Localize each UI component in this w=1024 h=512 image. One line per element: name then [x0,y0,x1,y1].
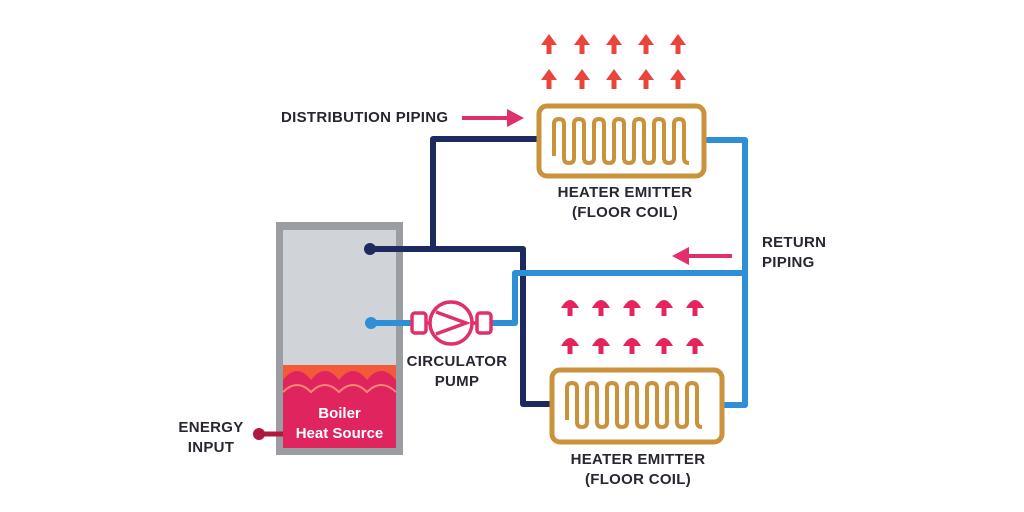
heat-arrow-up [638,34,654,54]
supply-pipe-to-bottom-emitter [371,246,552,407]
circulator-pump [410,300,493,346]
boiler-label: Boiler Heat Source [283,404,396,444]
return-arrow-head [672,247,689,265]
heat-arrow-up [574,34,590,54]
heat-arrow-up [561,338,579,354]
top-emitter-label-line1: HEATER EMITTER [557,184,693,201]
heat-arrow-up [670,34,686,54]
boiler-flame-wave [282,384,397,394]
return-piping [372,137,748,408]
distribution-piping-label: DISTRIBUTION PIPING [281,109,449,126]
heat-arrow-up [541,69,557,89]
circulator-pump-label-line1: CIRCULATOR [406,353,508,370]
pump-left-flange [410,311,428,335]
return-inlet-dot [365,317,377,329]
heat-arrow-up [606,69,622,89]
heat-arrow-up [623,300,641,316]
supply-outlet-dot [364,243,376,255]
return-piping-label-line2: PIPING [762,254,815,271]
bottom-emitter-label-line1: HEATER EMITTER [570,451,706,468]
heat-arrow-up [541,34,557,54]
boiler-label-line1: Boiler [318,405,361,422]
heat-arrow-up [655,300,673,316]
distribution-direction-arrow [462,109,524,127]
heat-arrow-up [592,300,610,316]
heat-arrow-up [561,300,579,316]
bottom-emitter-label: HEATER EMITTER (FLOOR COIL) [558,450,718,490]
pump-right-flange [475,311,493,335]
supply-piping [371,136,552,407]
heat-arrow-up [655,338,673,354]
top-emitter-coil [552,116,690,166]
heat-arrow-up [638,69,654,89]
energy-input-label: ENERGY INPUT [176,418,246,458]
heat-arrow-up [623,338,641,354]
energy-input-label-line2: INPUT [187,439,235,456]
return-pipe-to-pump [490,270,745,326]
return-piping-label: RETURN PIPING [762,233,826,273]
top-emitter-label-line2: (FLOOR COIL) [571,204,679,221]
bottom-emitter-label-line2: (FLOOR COIL) [584,471,692,488]
circulator-pump-label: CIRCULATOR PUMP [405,352,509,392]
heat-arrow-up [686,338,704,354]
top-heater-emitter [536,103,707,179]
heat-arrow-up [670,69,686,89]
return-piping-label-line1: RETURN [762,234,827,251]
boiler [276,222,403,455]
circulator-pump-label-line2: PUMP [434,373,480,390]
top-emitter-label: HEATER EMITTER (FLOOR COIL) [546,183,704,223]
pump-flow-indicator [435,310,472,336]
distribution-arrow-head [507,109,524,127]
heat-arrow-up [574,69,590,89]
bottom-emitter-coil [565,380,703,430]
heat-arrow-up [592,338,610,354]
energy-input-dot [253,428,265,440]
bottom-heat-arrows [561,300,704,354]
boiler-label-line2: Heat Source [295,425,384,442]
energy-input-label-line1: ENERGY [178,419,244,436]
bottom-heater-emitter [549,367,725,445]
heat-arrow-up [606,34,622,54]
heat-arrow-up [686,300,704,316]
return-direction-arrow [672,247,732,265]
top-heat-arrows [541,34,686,89]
supply-pipe-to-top-emitter [430,136,537,249]
boiler-flame-top [283,365,396,380]
